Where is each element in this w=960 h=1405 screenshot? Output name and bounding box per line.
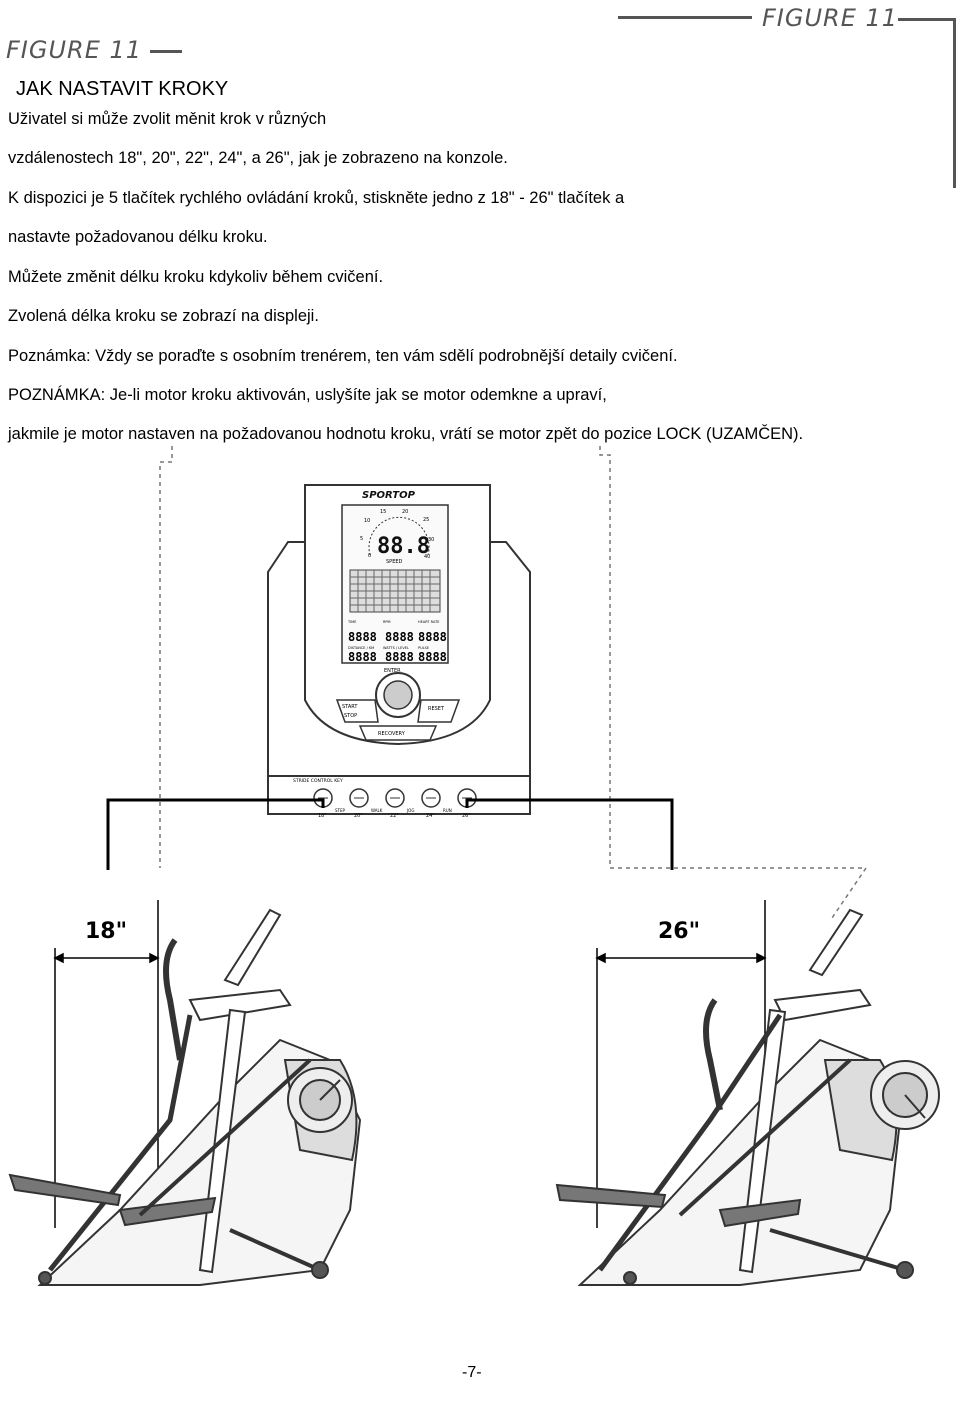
start-stop-button[interactable] [335,699,379,723]
dial-tick: 10 [364,518,370,524]
stop-label: STOP [344,713,357,719]
dial-tick: 20 [402,509,408,515]
dimension-18 [53,900,160,1228]
text-line: POZNÁMKA: Je-li motor kroku aktivován, u… [8,386,607,404]
figure-rule-right-end [898,18,954,21]
lcd-segment: 8888 [418,650,447,664]
stride-size: 24" [426,813,435,819]
dial-tick: 0 [368,553,371,559]
lcd-label: WATTS / LEVEL [383,646,409,650]
machine-right [555,908,940,1286]
stride-title: STRIDE CONTROL KEY [293,778,343,784]
stride-size: 18" [318,813,327,819]
stride-size: 22" [390,813,399,819]
brand-logo: SPORTOP [362,490,416,501]
stride-word: WALK [371,808,383,813]
lcd-segment: 8888 [348,630,377,644]
dial-tick: 5 [360,536,363,542]
recovery-button[interactable] [358,725,438,741]
dial-tick: 25 [423,517,429,523]
dimension-label-18: 18" [85,919,127,944]
enter-label: ENTER [384,668,401,674]
callout-dashed-lines [159,446,867,919]
stride-word: STEP [335,808,346,813]
lcd-label: RPM [383,620,391,624]
lcd-segment: 8888 [385,630,414,644]
recovery-label: RECOVERY [378,731,406,737]
text-line: K dispozici je 5 tlačítek rychlého ovlád… [8,189,625,207]
figure-rule-left [150,50,182,53]
matrix-bars [349,569,441,613]
text-line: vzdálenostech 18", 20", 22", 24", a 26",… [8,149,508,167]
text-line: Zvolená délka kroku se zobrazí na disple… [8,307,319,325]
dial-tick: 40 [424,554,430,560]
reset-button[interactable] [417,699,461,723]
text-line: jakmile je motor nastaven na požadovanou… [8,425,804,443]
text-line: nastavte požadovanou délku kroku. [8,228,268,246]
text-line: Uživatel si může zvolit měnit krok v růz… [8,110,327,128]
figure-rule-right-vertical [953,18,956,188]
lcd-label: HEART RATE [418,620,439,624]
console-illustration: SPORTOP 15 20 25 10 30 5 0 40 88.8 SPEED… [267,484,531,819]
figure-label-right: FIGURE 11 [762,4,899,32]
lcd-label: DISTANCE / KM [348,646,374,650]
speed-label: SPEED [386,559,403,565]
lcd-segment: 8888 [348,650,377,664]
lcd-label: PULSE [418,646,429,650]
lcd-segment: 8888 [418,630,447,644]
machine-left [8,908,362,1286]
speed-readout: 88.8 [377,534,430,559]
dial-tick: 15 [380,509,386,515]
stride-size: 26" [462,813,471,819]
dimension-label-26: 26" [658,919,700,944]
start-label: START [342,704,358,710]
figure-rule-right [618,16,752,19]
lcd-label: TIME [347,620,356,624]
stride-size: 20" [354,813,363,819]
text-line: Můžete změnit délku kroku kdykoliv během… [8,268,384,286]
reset-label: RESET [428,706,445,712]
text-line: Poznámka: Vždy se poraďte s osobním tren… [8,347,678,365]
lcd-segment: 8888 [385,650,414,664]
section-heading: JAK NASTAVIT KROKY [16,78,229,100]
stride-word: RUN [443,808,452,813]
stride-word: JOG [406,808,414,813]
dial-tick: 30 [428,537,434,543]
figure-label-left: FIGURE 11 [6,36,143,64]
callout-lines [106,798,674,870]
page-number: -7- [462,1364,482,1381]
